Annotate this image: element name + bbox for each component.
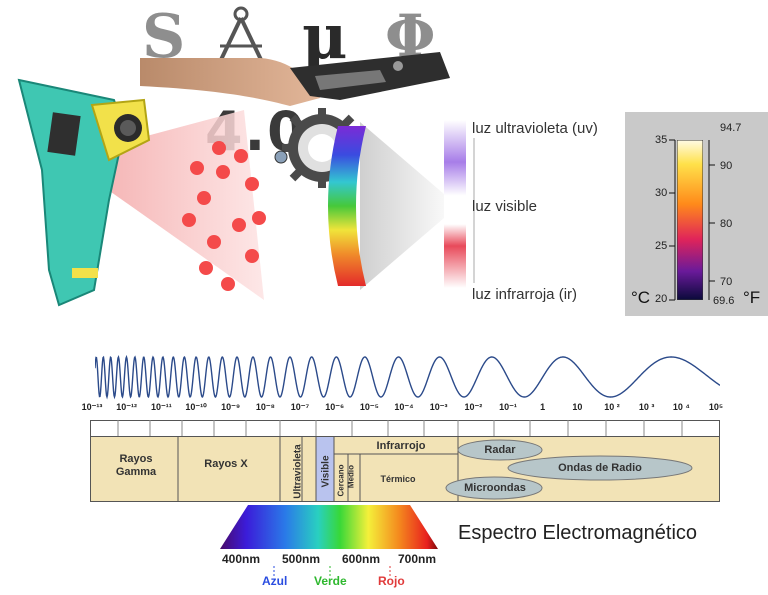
spectrum-table — [90, 420, 720, 502]
wavelength-tick: 10 ⁴ — [672, 402, 690, 412]
wavelength-tick: 10 ² — [604, 402, 620, 412]
em-wave — [95, 354, 720, 400]
band-thermal-label: Térmico — [380, 474, 416, 484]
celsius-tick-30: 30 — [655, 187, 668, 199]
wavelength-tick: 10⁵ — [708, 402, 724, 412]
fahrenheit-tick-70: 70 — [720, 276, 733, 288]
nm-label-700: 700nm — [398, 552, 437, 566]
small-circle-icon — [274, 150, 288, 164]
band-mid-label: Medio — [346, 464, 356, 489]
band-radio-label: Ondas de Radio — [558, 462, 642, 474]
celsius-tick-20: 20 — [655, 293, 668, 305]
wavelength-tick: 10⁻⁹ — [221, 402, 241, 412]
celsius-tick-35: 35 — [655, 134, 668, 146]
fahrenheit-tick-80: 80 — [720, 218, 733, 230]
celsius-tick-25: 25 — [655, 240, 668, 252]
band-gamma-label: Rayos Gamma — [115, 453, 157, 478]
wavelength-tick: 10⁻¹⁰ — [185, 402, 207, 412]
color-label-green: Verde — [314, 574, 347, 588]
nm-label-400: 400nm — [222, 552, 261, 566]
wavelength-tick: 10⁻⁷ — [290, 402, 310, 412]
wavelength-tick: 10⁻⁶ — [325, 402, 345, 412]
infrared-thermometer-icon — [17, 78, 266, 307]
color-label-red: Rojo — [378, 574, 405, 588]
light-spectrum-prism — [328, 122, 458, 290]
logo-letter-mu: μ — [302, 0, 348, 73]
handshake-robot-icon — [140, 52, 450, 106]
em-wave-line — [95, 354, 720, 400]
band-visible-label: Visible — [320, 455, 332, 488]
color-dotted-lines — [273, 566, 391, 576]
wavelength-axis: 10⁻¹³ 10⁻¹² 10⁻¹¹ 10⁻¹⁰ 10⁻⁹ 10⁻⁸ 10⁻⁷ 10⁻⁶ 10⁻⁵… — [0, 402, 768, 418]
band-near-label: Cercano — [336, 464, 346, 497]
light-label-visible: luz visible — [472, 198, 538, 215]
wavelength-tick: 10⁻¹ — [499, 402, 517, 412]
wavelength-tick: 10⁻⁵ — [359, 402, 379, 412]
spectrum-title: Espectro Electromagnético — [458, 522, 698, 544]
wavelength-tick: 10 ³ — [638, 402, 655, 412]
band-radar-label: Radar — [484, 444, 516, 456]
nm-label-500: 500nm — [282, 552, 321, 566]
band-uv-label: Ultravioleta — [292, 444, 304, 499]
wavelength-tick: 10⁻² — [464, 402, 483, 412]
fahrenheit-tick-90: 90 — [720, 160, 733, 172]
wavelength-tick: 1 — [540, 402, 546, 412]
thermal-axis-lines — [669, 139, 715, 301]
thermal-color-bar — [677, 140, 703, 300]
wavelength-tick: 10⁻³ — [429, 402, 448, 412]
band-infrared-label: Infrarrojo — [376, 440, 426, 452]
visible-spectrum-bar — [220, 505, 438, 549]
fahrenheit-tick-94-7: 94.7 — [720, 122, 742, 134]
wavelength-tick: 10⁻⁴ — [394, 402, 414, 412]
wavelength-tick: 10⁻¹³ — [81, 402, 103, 412]
color-label-blue: Azul — [262, 574, 288, 588]
wave-strip — [444, 120, 475, 288]
light-label-ir: luz infrarroja (ir) — [472, 286, 578, 303]
unit-celsius: °C — [631, 288, 651, 307]
wavelength-tick: 10⁻⁸ — [255, 402, 275, 412]
fahrenheit-tick-69-6: 69.6 — [713, 295, 735, 307]
wavelength-tick: 10⁻¹¹ — [150, 402, 172, 412]
wavelength-tick: 10⁻¹² — [116, 402, 138, 412]
wavelength-tick: 10 — [572, 402, 583, 412]
unit-fahrenheit: °F — [743, 288, 761, 307]
thermal-scale-card: 35 30 25 20 94.7 90 80 70 69.6 °C °F — [625, 112, 768, 316]
nm-label-600: 600nm — [342, 552, 381, 566]
band-micro-label: Microondas — [464, 482, 526, 494]
light-label-uv: luz ultravioleta (uv) — [472, 120, 598, 137]
band-xray-label: Rayos X — [204, 458, 248, 470]
